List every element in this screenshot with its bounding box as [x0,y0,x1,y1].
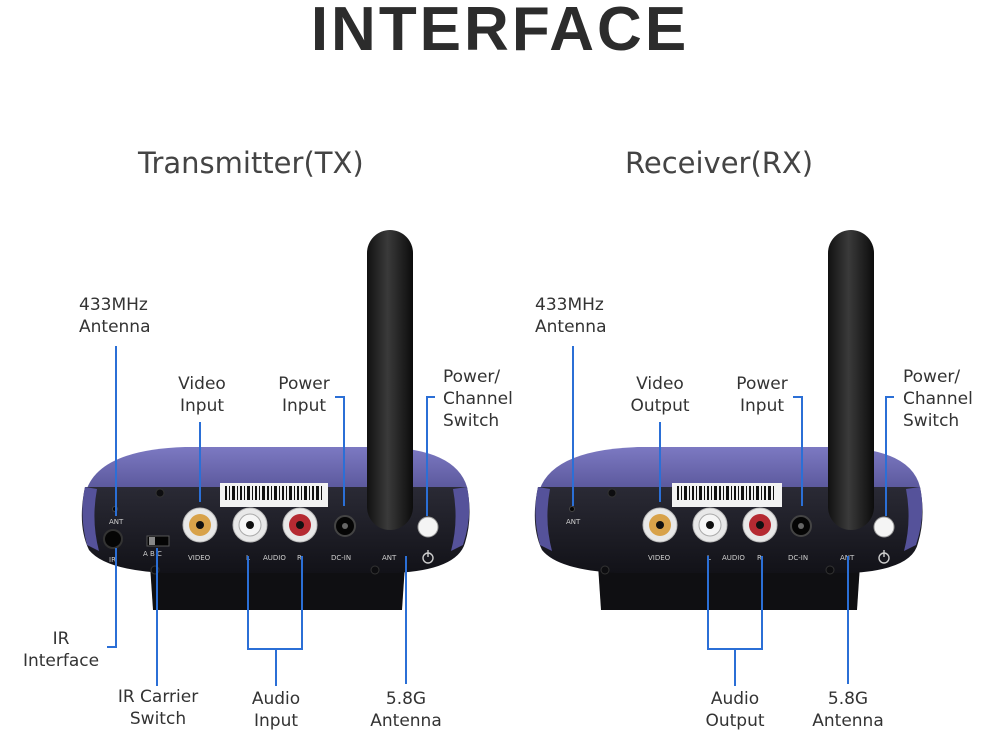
panel-dcin-text: DC-IN [788,554,808,562]
tx-label-video: Video Input [178,374,226,416]
panel-ant-top-text: ANT [109,518,124,526]
page-title: INTERFACE [310,0,690,64]
rx-label-antenna58: 5.8G Antenna [812,689,884,731]
device-base [598,565,860,610]
receiver-device: ANT VIDEO L AUDIO R DC-IN ANT [534,230,923,610]
rx-audio-line-down [734,648,736,686]
rx-label-power: Power Input [736,374,788,416]
rx-label-video: Video Output [630,374,690,416]
receiver-heading: Receiver(RX) [625,146,814,180]
device-front [534,487,923,573]
rx-label-antenna433: 433MHz Antenna [535,295,607,337]
tx-power-line-h [335,396,344,398]
panel-ant-top-text: ANT [566,518,581,526]
tx-power-channel-line-v [426,396,428,516]
rx-power-line-v [801,396,803,506]
panel-l-text: L [707,554,711,562]
transmitter-device: ANT IR A B C VIDEO L AUDIO R DC-IN ANT [81,230,470,610]
ir-carrier-switch [146,535,170,547]
panel-video-text: VIDEO [648,554,671,562]
rx-antenna433-line [572,346,574,506]
panel-ant-text: ANT [382,554,397,562]
panel-r-text: R [297,554,302,562]
tx-power-line-v [343,396,345,506]
tx-label-ir-interface: IR Interface [22,629,100,671]
tx-label-antenna58: 5.8G Antenna [370,689,442,731]
panel-video-text: VIDEO [188,554,211,562]
ir-jack [103,529,123,549]
rx-label-power-channel: Power/ Channel Switch [903,367,973,431]
rx-audio-line-l [707,556,709,650]
antenna-58g [367,230,413,530]
power-button [873,516,895,538]
panel-abc-text: A B C [143,550,162,558]
device-base [150,565,405,610]
tx-antenna58-line [405,556,407,684]
tx-label-power: Power Input [278,374,330,416]
rx-power-channel-line-h [885,396,894,398]
panel-ir-text: IR [109,556,116,564]
transmitter-heading: Transmitter(TX) [138,146,364,180]
rx-audio-line-r [761,556,763,650]
tx-ir-carrier-line [156,548,158,686]
tx-label-power-channel: Power/ Channel Switch [443,367,513,431]
rx-power-line-h [793,396,802,398]
tx-label-ir-carrier: IR Carrier Switch [117,687,199,729]
rx-antenna58-line [847,556,849,684]
rx-video-line [659,422,661,502]
panel-audio-text: AUDIO [263,554,286,562]
tx-label-audio: Audio Input [251,689,301,731]
power-button [417,516,439,538]
tx-video-line [199,422,201,502]
tx-ir-interface-line-v [115,548,117,648]
panel-audio-text: AUDIO [722,554,745,562]
rx-power-channel-line-v [885,396,887,516]
tx-audio-line-l [247,556,249,650]
panel-dcin-text: DC-IN [331,554,351,562]
tx-antenna433-line [115,346,117,516]
tx-ir-interface-line-h [107,646,117,648]
rx-label-audio: Audio Output [705,689,765,731]
antenna-58g [828,230,874,530]
tx-audio-line-down [275,648,277,686]
panel-r-text: R [757,554,762,562]
tx-power-channel-line-h [426,396,435,398]
tx-label-antenna433: 433MHz Antenna [79,295,151,337]
tx-audio-line-r [301,556,303,650]
